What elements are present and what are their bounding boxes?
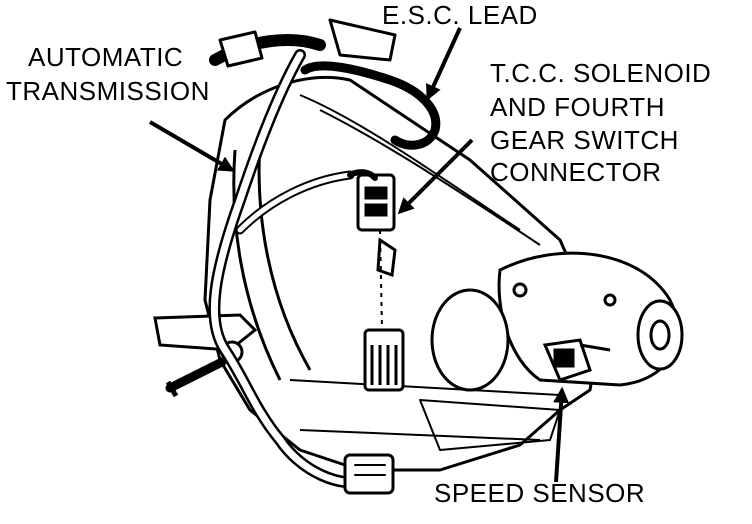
speed-sensor-arrow — [553, 386, 570, 483]
label-esc-lead: E.S.C. LEAD — [382, 0, 538, 30]
transmission-arrow — [148, 120, 235, 172]
tcc-connector-body — [356, 173, 405, 392]
speed-sensor-part — [542, 338, 611, 382]
callout-arrows — [148, 27, 570, 483]
tcc-arrow — [397, 138, 474, 215]
label-tcc-line4: CONNECTOR — [490, 157, 662, 187]
tail-housing — [430, 251, 684, 392]
label-tcc-line2: AND FOURTH — [490, 92, 665, 122]
label-speed-sensor: SPEED SENSOR — [434, 478, 646, 508]
label-tcc-line3: GEAR SWITCH — [490, 125, 679, 155]
esc-lead-arrow — [426, 27, 462, 101]
mounting-bolt — [153, 313, 258, 398]
label-automatic: AUTOMATIC — [28, 42, 184, 72]
wiring-harness — [208, 18, 441, 495]
label-transmission: TRANSMISSION — [6, 76, 210, 106]
label-tcc-line1: T.C.C. SOLENOID — [490, 58, 712, 88]
